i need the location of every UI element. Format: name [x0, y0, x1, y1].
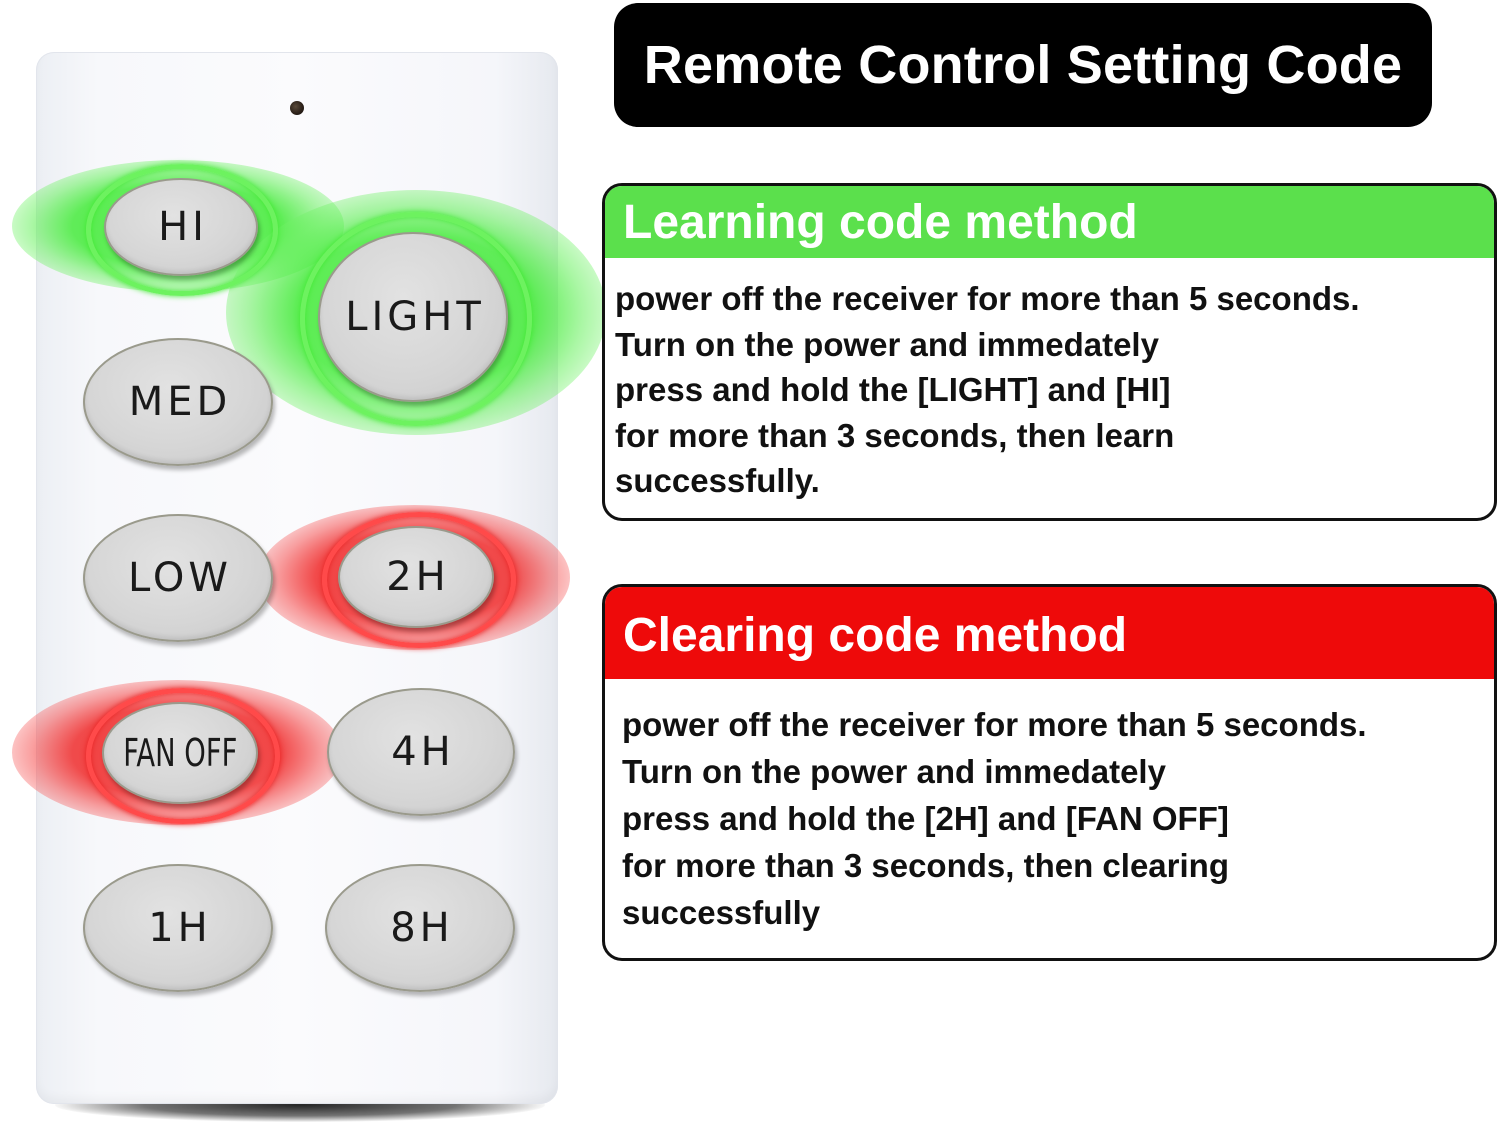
- clearing-code-header: Clearing code method: [605, 587, 1494, 679]
- title-banner: Remote Control Setting Code: [614, 3, 1432, 127]
- one-h-button-label: 1H: [148, 905, 212, 951]
- page-title: Remote Control Setting Code: [643, 35, 1403, 95]
- med-button-label: MED: [128, 379, 232, 425]
- learning-code-instructions: power off the receiver for more than 5 s…: [605, 258, 1494, 504]
- clearing-line: successfully: [622, 894, 821, 931]
- learning-line: for more than 3 seconds, then learn: [615, 416, 1175, 454]
- learning-line: Turn on the power and immedately: [615, 325, 1159, 363]
- light-button-label: LIGHT: [345, 294, 485, 340]
- learning-line: successfully.: [615, 462, 820, 499]
- four-h-button[interactable]: 4H: [327, 688, 515, 816]
- med-button[interactable]: MED: [83, 338, 273, 466]
- two-h-button-label: 2H: [386, 554, 450, 600]
- light-button[interactable]: LIGHT: [318, 232, 508, 402]
- fan-off-button[interactable]: FAN OFF: [102, 702, 258, 804]
- clearing-line: power off the receiver for more than 5 s…: [622, 706, 1367, 743]
- learning-line: power off the receiver for more than 5 s…: [615, 280, 1360, 317]
- eight-h-button[interactable]: 8H: [325, 864, 515, 992]
- led-indicator: [290, 101, 304, 115]
- clearing-line: press and hold the [2H] and [FAN OFF]: [622, 800, 1229, 837]
- one-h-button[interactable]: 1H: [83, 864, 273, 992]
- clearing-line: Turn on the power and immedately: [622, 753, 1166, 790]
- clearing-code-heading: Clearing code method: [623, 608, 1128, 662]
- clearing-line: for more than 3 seconds, then clearing: [622, 847, 1229, 884]
- four-h-button-label: 4H: [391, 729, 455, 775]
- eight-h-button-label: 8H: [390, 905, 454, 951]
- low-button-label: LOW: [128, 555, 232, 601]
- hi-button-label: HI: [158, 204, 208, 250]
- learning-code-header: Learning code method: [605, 186, 1494, 258]
- clearing-code-instructions: power off the receiver for more than 5 s…: [605, 679, 1494, 936]
- low-button[interactable]: LOW: [83, 514, 273, 642]
- clearing-code-card: Clearing code method power off the recei…: [602, 584, 1497, 961]
- learning-code-heading: Learning code method: [623, 195, 1138, 249]
- fan-off-button-label: FAN OFF: [122, 731, 238, 775]
- learning-code-card: Learning code method power off the recei…: [602, 183, 1497, 521]
- two-h-button[interactable]: 2H: [338, 526, 494, 628]
- learning-line: press and hold the [LIGHT] and [HI]: [615, 371, 1171, 408]
- hi-button[interactable]: HI: [104, 178, 258, 276]
